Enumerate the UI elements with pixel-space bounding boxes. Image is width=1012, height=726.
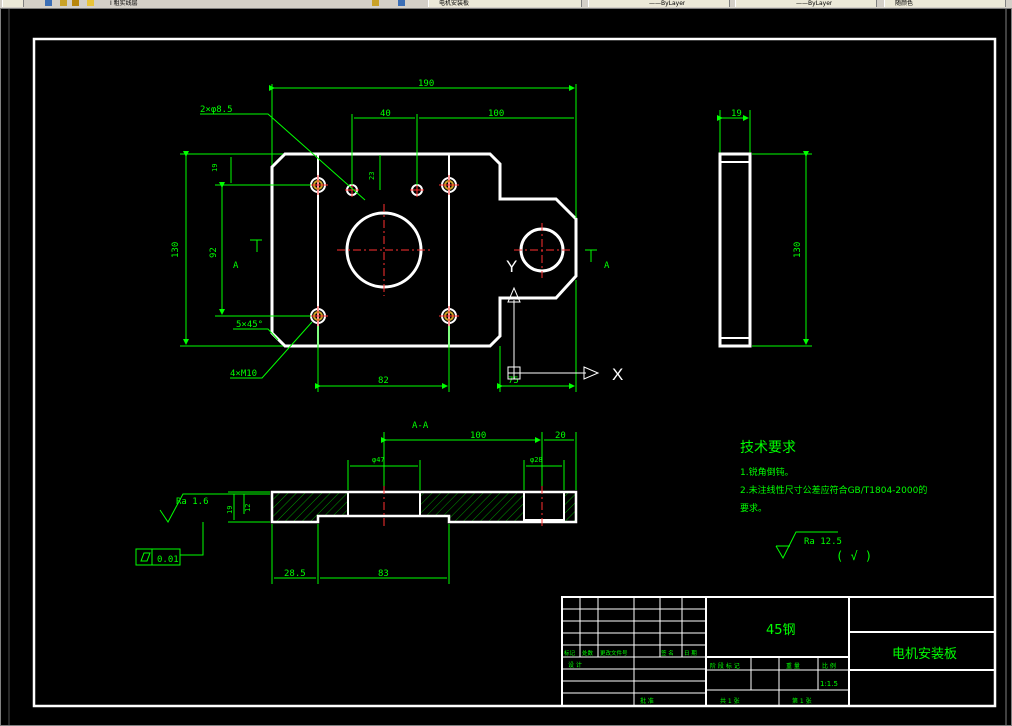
roughness-left: Ra 1.6 [176,497,209,507]
linetype-dropdown-label: ——ByLayer [649,0,686,7]
sheet-number: 第 1 张 [792,697,812,705]
row-zone: 更改文件号 [600,649,628,657]
row-mark: 标记 [564,649,576,657]
scale-header: 比 例 [822,662,836,670]
viewport-frame [0,8,1012,726]
layer-button[interactable] [2,0,24,7]
dim-hole-spacing: 40 [380,109,391,119]
roughness-general: Ra 12.5 [804,537,842,547]
title-block[interactable] [561,596,996,707]
row-date: 日 期 [684,650,697,657]
dim-section-inner: 12 [244,504,252,512]
plotstyle-dropdown-label: 随颜色 [895,0,914,7]
sheets-total: 共 1 张 [720,697,740,705]
dim-right-offset: 75 [508,376,519,386]
callout-holes: 2×φ8.5 [200,105,233,115]
callout-thread-holes: 4×M10 [230,369,257,379]
callout-chamfer: 5×45° [236,320,263,330]
tech-req-line3: 要求。 [740,502,767,514]
dim-dia-small: φ47 [372,456,385,464]
approve-label: 批 准 [640,697,654,705]
lineweight-dropdown-label: ——ByLayer [796,0,833,7]
ucs-icon[interactable] [507,286,600,380]
linetype-dropdown[interactable]: ——ByLayer [588,0,730,7]
tech-req-line2: 2.未注线性尺寸公差应符合GB/T1804-2000的 [740,484,927,496]
roughness-paren: ( √ ) [836,549,872,563]
tech-req-title: 技术要求 [740,440,796,456]
part-name-label: 电机安装板 [892,647,957,662]
weight-header: 重 量 [786,662,800,670]
dim-side-thickness: 19 [731,109,742,119]
dim-small-offset: 23 [368,172,376,180]
dim-bottom-83: 83 [378,569,389,579]
dim-section-100: 100 [470,431,486,441]
section-marker-left: A [233,261,239,271]
layer-dropdown[interactable]: I 粗实线层 [110,0,138,7]
dim-left-28: 28.5 [284,569,306,579]
roughness-symbol [775,531,838,560]
dim-section-thick: 19 [226,506,234,514]
dim-overall-width: 190 [418,79,434,89]
dim-height: 130 [171,242,181,258]
material-label: 45钢 [766,623,796,638]
dim-side-height: 130 [793,242,803,258]
color-dropdown-label: 电机安装板 [439,0,470,7]
lineweight-dropdown[interactable]: ——ByLayer [735,0,877,7]
layer-prev-icon[interactable] [372,0,379,6]
dim-section-20: 20 [555,431,566,441]
section-label: A-A [412,421,429,431]
lock-icon[interactable] [87,0,94,6]
plotstyle-dropdown[interactable]: 随颜色 [884,0,1006,7]
dim-right-span: 100 [488,109,504,119]
section-marker-right: A [604,261,610,271]
flatness-value: 0.01 [157,555,179,565]
dim-hole-pitch: 82 [378,376,389,386]
dim-top-offset: 19 [211,164,219,172]
ucs-y-label: Y [506,257,517,276]
row-count: 处数 [582,649,594,657]
side-view[interactable] [718,152,752,348]
design-label: 设 计 [568,661,582,669]
row-sign: 签 名 [661,649,674,657]
section-dimensions [135,432,577,584]
layer-states-icon[interactable] [398,0,405,6]
ucs-x-label: X [612,365,623,384]
section-view[interactable] [270,486,578,528]
drawing-border [32,37,997,708]
drawing-canvas[interactable]: 190 40 100 130 92 19 23 82 75 2×φ8.5 5×4… [0,8,1012,726]
sun-icon[interactable] [72,0,79,6]
dim-dia-right: φ28 [530,456,543,464]
plan-view[interactable] [270,152,578,348]
stage-mark-header: 阶 段 标 记 [710,662,740,670]
dim-hole-vertical: 92 [209,247,219,258]
bulb-icon[interactable] [60,0,67,6]
scale-value: 1:1.5 [820,680,838,688]
color-dropdown[interactable]: 电机安装板 [428,0,582,7]
layer-icon[interactable] [45,0,52,6]
tech-req-line1: 1.锐角倒钝。 [740,466,794,478]
plan-dimensions [180,84,812,392]
